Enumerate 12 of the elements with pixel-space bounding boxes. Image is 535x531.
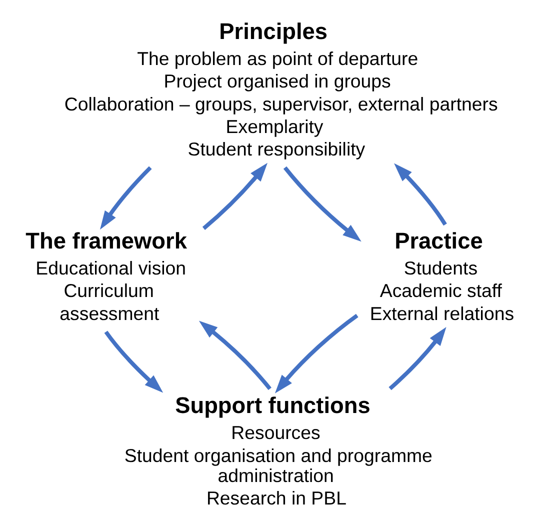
- node-text: Practice Students Academic staff External relations: [370, 227, 514, 324]
- arrow: [283, 166, 362, 242]
- arrow: [104, 330, 164, 393]
- arrow: [274, 314, 358, 394]
- arrow: [100, 166, 152, 230]
- node-text: Principles The problem as point of departure Project organised in groups Collaboration – groups, supervisor, external partners Exemplarity Student responsibility: [64, 18, 498, 160]
- arrow: [202, 162, 268, 230]
- arrow: [394, 163, 447, 226]
- arrow: [388, 327, 446, 390]
- node-text: Support functions Resources Student organisation and programme administration Research in PBL: [124, 392, 432, 509]
- arrow: [198, 320, 272, 390]
- node-text: The framework Educational vision Curriculum assessment: [26, 227, 187, 324]
